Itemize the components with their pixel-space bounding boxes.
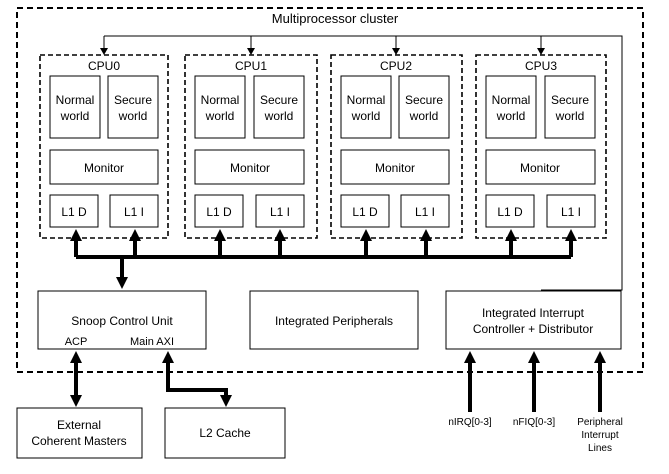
cpu-label: CPU2 xyxy=(380,59,412,73)
monitor-box xyxy=(194,149,305,185)
cpu-block-1: CPU1 Normal world Secure world Monitor L… xyxy=(184,54,318,239)
interrupt-label-line1: Integrated Interrupt xyxy=(482,306,585,320)
snoop-control-unit: Snoop Control Unit ACP Main AXI xyxy=(37,290,207,350)
normal-world-label: Normal xyxy=(492,93,531,107)
secure-world-box xyxy=(544,75,596,139)
integrated-peripherals: Integrated Peripherals xyxy=(249,290,419,350)
cpu-block-3: CPU3 Normal world Secure world Monitor L… xyxy=(475,54,607,239)
l2-cache: L2 Cache xyxy=(164,407,286,459)
secure-world-label: world xyxy=(264,109,294,123)
interrupt-controller: Integrated Interrupt Controller + Distri… xyxy=(445,290,622,350)
distributor-feedback-lines xyxy=(100,35,623,291)
monitor-label: Monitor xyxy=(375,161,415,175)
l2-label: L2 Cache xyxy=(199,426,251,440)
peripheral-interrupt-label: Peripheral xyxy=(577,417,623,428)
cpu-label: CPU1 xyxy=(235,59,267,73)
l1i-label: L1 I xyxy=(270,205,290,219)
normal-world-label: Normal xyxy=(56,93,95,107)
cluster-label: Multiprocessor cluster xyxy=(272,11,399,26)
l1i-box xyxy=(546,194,596,228)
secure-world-label: Secure xyxy=(260,93,298,107)
normal-world-label: world xyxy=(496,109,526,123)
l1i-box xyxy=(109,194,159,228)
l1i-label: L1 I xyxy=(561,205,581,219)
normal-world-label: world xyxy=(60,109,90,123)
secure-world-label: Secure xyxy=(405,93,443,107)
nfiq-signal-label: nFIQ[0-3] xyxy=(513,417,555,428)
normal-world-label: world xyxy=(351,109,381,123)
peripherals-label: Integrated Peripherals xyxy=(275,314,393,328)
normal-world-label: Normal xyxy=(347,93,386,107)
secure-world-label: world xyxy=(555,109,585,123)
normal-world-box xyxy=(340,75,392,139)
external-label-line2: Coherent Masters xyxy=(31,434,126,448)
monitor-label: Monitor xyxy=(84,161,124,175)
l1d-label: L1 D xyxy=(61,205,87,219)
normal-world-label: world xyxy=(205,109,235,123)
l1d-box xyxy=(485,194,535,228)
main-axi-port-label: Main AXI xyxy=(130,336,174,348)
l1d-label: L1 D xyxy=(497,205,523,219)
coherency-bus xyxy=(70,229,577,289)
secure-world-box xyxy=(398,75,450,139)
normal-world-box xyxy=(49,75,101,139)
secure-world-label: world xyxy=(409,109,439,123)
nirq-signal-label: nIRQ[0-3] xyxy=(448,417,492,428)
cpu-boundary xyxy=(330,54,463,239)
scu-label: Snoop Control Unit xyxy=(71,314,173,328)
normal-world-box xyxy=(485,75,537,139)
interrupt-label-line2: Controller + Distributor xyxy=(473,322,593,336)
monitor-label: Monitor xyxy=(230,161,270,175)
acp-port-label: ACP xyxy=(65,336,88,348)
secure-world-label: world xyxy=(118,109,148,123)
l1d-box xyxy=(340,194,390,228)
cpu-block-2: CPU2 Normal world Secure world Monitor L… xyxy=(330,54,463,239)
external-coherent-masters: External Coherent Masters xyxy=(16,407,143,459)
main-axi-connection xyxy=(162,351,232,407)
l1i-label: L1 I xyxy=(124,205,144,219)
peripheral-interrupt-label: Lines xyxy=(588,443,612,454)
monitor-box xyxy=(485,149,596,185)
interrupt-input-arrows xyxy=(464,351,606,412)
l1i-label: L1 I xyxy=(415,205,435,219)
secure-world-box xyxy=(253,75,305,139)
cpu-boundary xyxy=(475,54,607,239)
l1i-box xyxy=(255,194,305,228)
secure-world-box xyxy=(107,75,159,139)
secure-world-label: Secure xyxy=(551,93,589,107)
l1i-box xyxy=(400,194,450,228)
secure-world-label: Secure xyxy=(114,93,152,107)
cpu-block-0: CPU0 Normal world Secure world Monitor L… xyxy=(39,54,169,239)
external-label-line1: External xyxy=(57,418,101,432)
peripheral-interrupt-label: Interrupt xyxy=(581,430,618,441)
cluster-boundary xyxy=(16,7,644,373)
normal-world-box xyxy=(194,75,246,139)
cpu-boundary xyxy=(184,54,318,239)
monitor-box xyxy=(340,149,450,185)
cpu-label: CPU0 xyxy=(88,59,120,73)
l1d-label: L1 D xyxy=(206,205,232,219)
l1d-box xyxy=(49,194,99,228)
acp-connection xyxy=(70,351,82,407)
monitor-box xyxy=(49,149,159,185)
cpu-boundary xyxy=(39,54,169,239)
monitor-label: Monitor xyxy=(520,161,560,175)
l1d-label: L1 D xyxy=(352,205,378,219)
cpu-label: CPU3 xyxy=(525,59,557,73)
normal-world-label: Normal xyxy=(201,93,240,107)
l1d-box xyxy=(194,194,244,228)
